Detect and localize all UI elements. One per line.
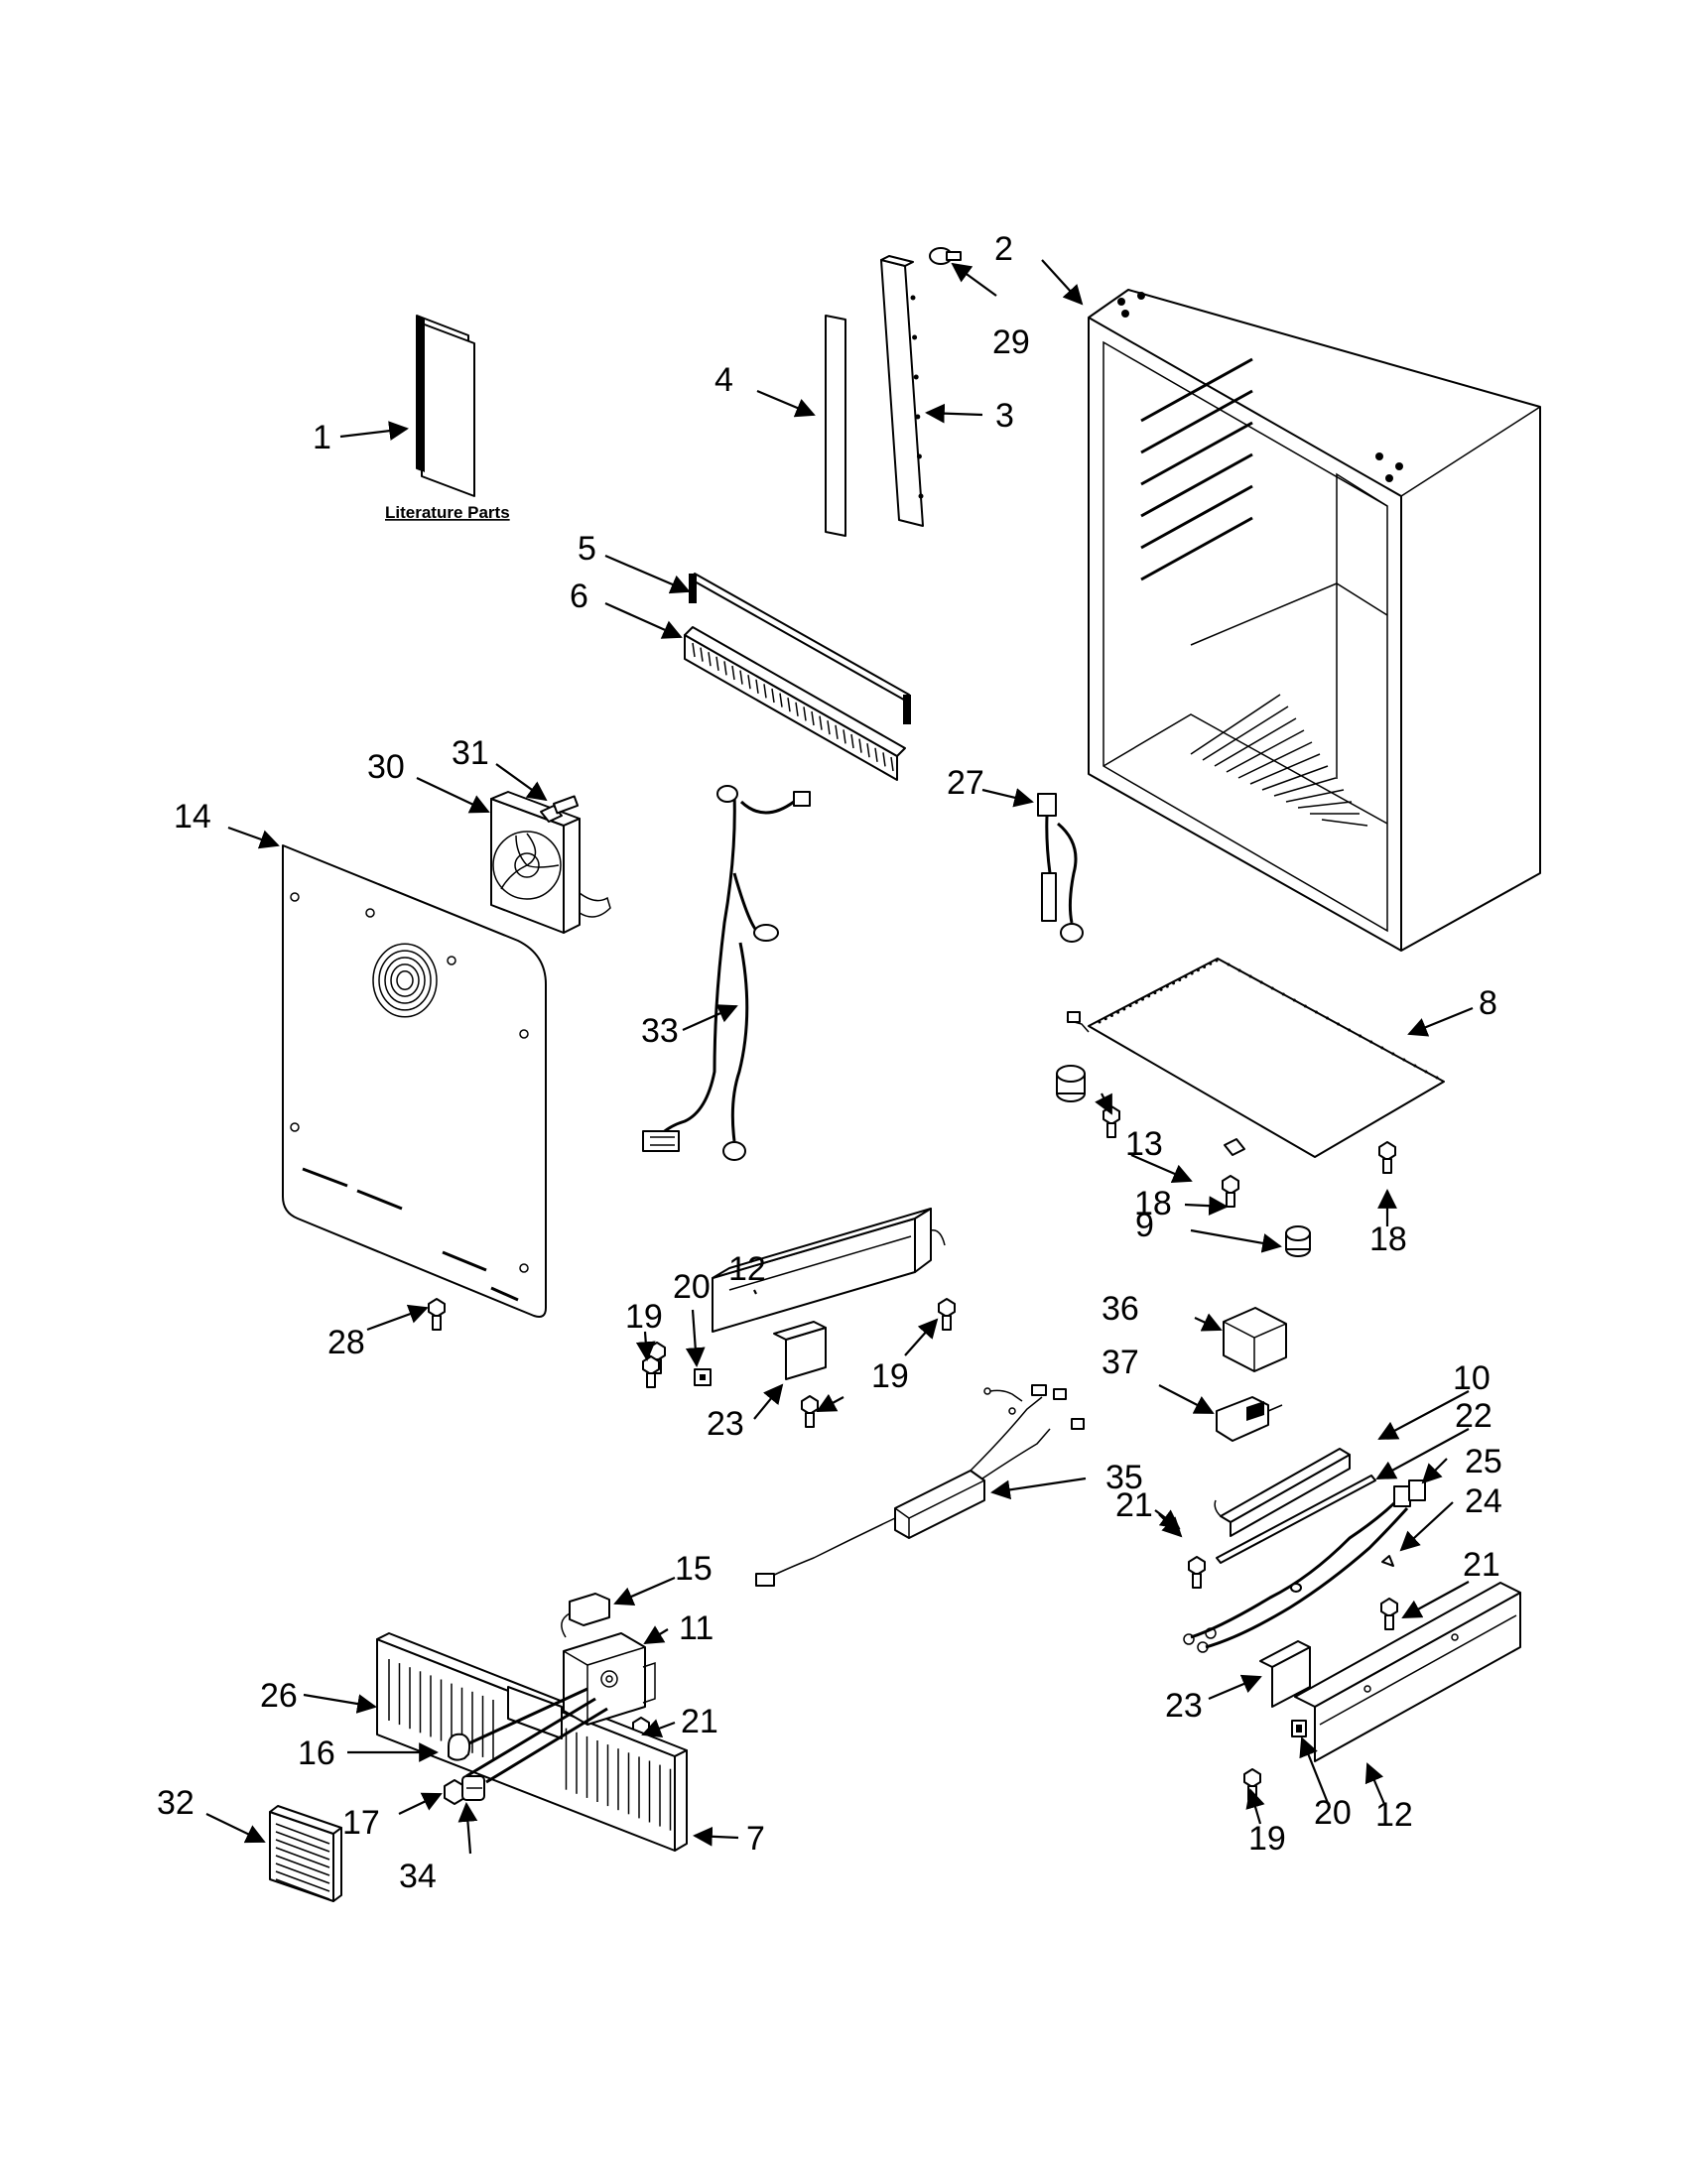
control-bracket-upper xyxy=(712,1208,946,1333)
callout-32: 32 xyxy=(157,1784,195,1822)
clip-24 xyxy=(1381,1555,1394,1567)
control-shafts xyxy=(461,1687,608,1784)
cabinet-floor-grille xyxy=(1190,694,1368,827)
callout-28: 28 xyxy=(327,1324,365,1361)
callout-25: 25 xyxy=(1465,1443,1502,1480)
callout-36: 36 xyxy=(1102,1290,1139,1328)
clip-13 xyxy=(1224,1138,1245,1156)
control-box-11 xyxy=(563,1632,656,1726)
callout-2: 2 xyxy=(994,230,1013,268)
callout-1: 1 xyxy=(313,419,331,456)
callout-21-box: 21 xyxy=(681,1703,718,1740)
callout-7: 7 xyxy=(746,1820,765,1858)
bracket-23-lower xyxy=(1259,1640,1311,1708)
callout-19-lower: 19 xyxy=(1248,1820,1286,1858)
callout-10: 10 xyxy=(1453,1359,1491,1397)
callout-23-upper: 23 xyxy=(707,1405,744,1443)
bracket-23-upper xyxy=(773,1321,827,1380)
leader-lines xyxy=(205,259,1474,1855)
callout-15: 15 xyxy=(675,1550,713,1588)
callout-24: 24 xyxy=(1465,1482,1502,1520)
strip-22 xyxy=(1216,1475,1376,1564)
callout-18-mid: 18 xyxy=(1134,1185,1172,1222)
screw xyxy=(428,1298,446,1331)
callout-31: 31 xyxy=(452,734,489,772)
callout-20-lower: 20 xyxy=(1314,1794,1352,1832)
callout-3: 3 xyxy=(995,397,1014,435)
callout-12-upper: 12 xyxy=(728,1250,766,1288)
callout-34: 34 xyxy=(399,1858,437,1895)
power-supply xyxy=(755,1384,1085,1587)
screw xyxy=(938,1298,956,1331)
screw xyxy=(801,1395,819,1428)
callout-14: 14 xyxy=(174,798,211,835)
screw-29 xyxy=(929,247,962,265)
callout-35: 35 xyxy=(1105,1459,1143,1496)
callout-18-right: 18 xyxy=(1369,1220,1407,1258)
screw xyxy=(642,1355,660,1388)
knob-16 xyxy=(448,1733,471,1761)
callout-27: 27 xyxy=(947,764,984,802)
switch-15 xyxy=(561,1593,610,1638)
callout-22: 22 xyxy=(1455,1397,1492,1435)
callout-numbers: 1 2 3 4 5 6 7 8 9 10 11 12 12 13 14 15 1… xyxy=(157,230,1502,1895)
screw-31 xyxy=(540,795,580,823)
callout-30: 30 xyxy=(367,748,405,786)
thermistor xyxy=(1037,793,1084,943)
base-plate xyxy=(1066,958,1445,1158)
callout-21-left: 21 xyxy=(1115,1486,1153,1524)
literature-booklet xyxy=(416,315,475,497)
callout-23-lower: 23 xyxy=(1165,1687,1203,1725)
toe-rail xyxy=(684,626,906,781)
callout-16: 16 xyxy=(298,1734,335,1772)
harness-25 xyxy=(1183,1479,1426,1653)
screw xyxy=(1378,1141,1396,1174)
callout-17: 17 xyxy=(342,1804,380,1842)
callout-19-mid: 19 xyxy=(871,1357,909,1395)
wire-harness xyxy=(642,785,811,1161)
callout-33: 33 xyxy=(641,1012,679,1050)
hinge-bar xyxy=(689,573,911,724)
leveling-leg xyxy=(1056,1065,1086,1102)
relay-36 xyxy=(1223,1307,1287,1372)
clip-20-upper xyxy=(694,1368,712,1386)
callout-5: 5 xyxy=(578,530,596,568)
knob-34 xyxy=(461,1775,485,1801)
cabinet xyxy=(1088,289,1541,952)
filter-grille-32 xyxy=(269,1805,342,1902)
screw xyxy=(1188,1556,1206,1589)
cabinet-ribs xyxy=(1140,357,1253,581)
callout-21-right: 21 xyxy=(1463,1546,1500,1584)
callout-37: 37 xyxy=(1102,1344,1139,1381)
callout-29: 29 xyxy=(992,323,1030,361)
callout-6: 6 xyxy=(570,578,588,615)
screw xyxy=(1222,1175,1239,1208)
rear-access-panel xyxy=(282,844,547,1318)
cover-10 xyxy=(1214,1448,1351,1537)
gasket-strip xyxy=(825,315,846,537)
leveling-leg xyxy=(1285,1225,1311,1257)
trim-channel xyxy=(880,255,924,527)
callout-12-lower: 12 xyxy=(1375,1796,1413,1834)
callout-11: 11 xyxy=(679,1609,714,1647)
callout-13: 13 xyxy=(1125,1125,1163,1163)
literature-parts-label: Literature Parts xyxy=(385,503,510,522)
callout-19-left: 19 xyxy=(625,1298,663,1336)
callout-9: 9 xyxy=(1135,1207,1154,1244)
callout-26: 26 xyxy=(260,1677,298,1715)
callout-20-upper: 20 xyxy=(673,1268,711,1306)
screw xyxy=(1380,1598,1398,1630)
control-bracket-lower xyxy=(1294,1582,1521,1762)
clip-20-lower xyxy=(1291,1720,1307,1737)
callout-4: 4 xyxy=(714,361,733,399)
callout-8: 8 xyxy=(1479,984,1497,1022)
overload-37 xyxy=(1216,1396,1283,1442)
